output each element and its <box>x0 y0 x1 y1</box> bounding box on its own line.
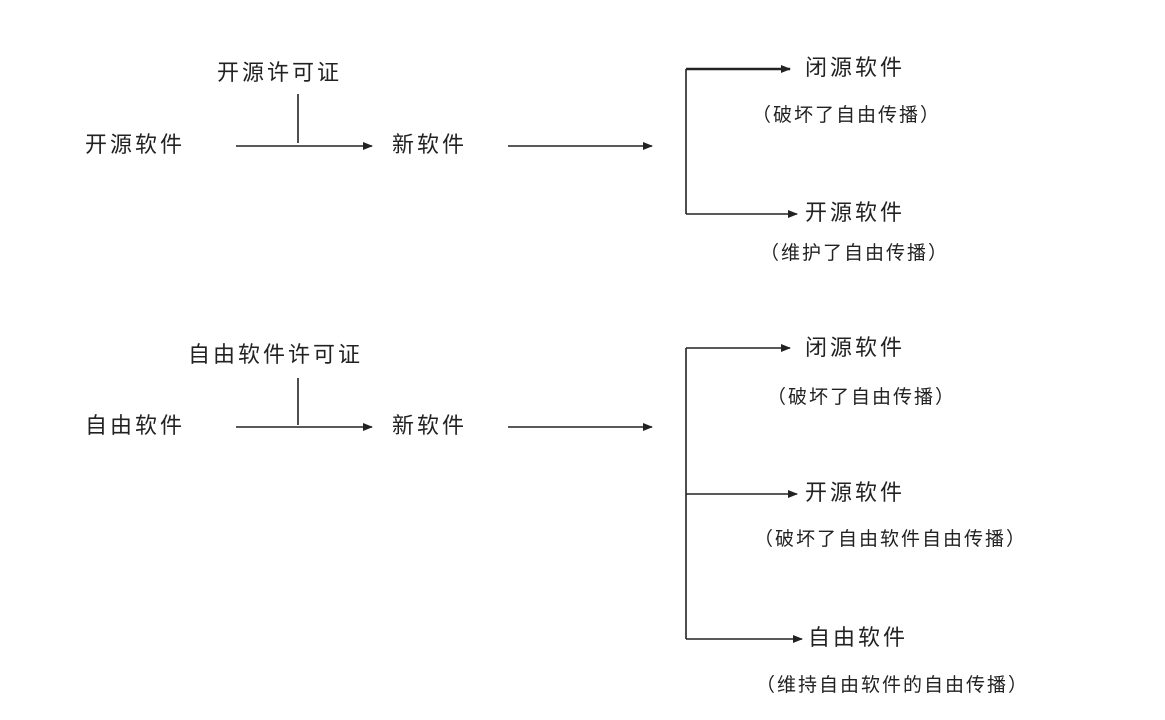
top-source-label: 开源软件 <box>85 133 186 158</box>
top-outcome-1-name: 闭源软件 <box>805 56 906 81</box>
bottom-outcome-3-name: 自由软件 <box>808 626 909 651</box>
bottom-source-label: 自由软件 <box>85 414 186 439</box>
bottom-outcome-3-note: （维持自由软件的自由传播） <box>756 674 1030 696</box>
bottom-license-label: 自由软件许可证 <box>188 343 364 368</box>
top-outcome-2-note: （维护了自由传播） <box>760 242 950 264</box>
bottom-outcome-2-note: （破坏了自由软件自由传播） <box>754 528 1028 550</box>
top-middle-label: 新软件 <box>392 133 468 158</box>
bottom-middle-label: 新软件 <box>392 414 468 439</box>
bottom-outcome-1-name: 闭源软件 <box>805 336 906 361</box>
top-license-label: 开源许可证 <box>217 61 343 86</box>
bottom-outcome-2-name: 开源软件 <box>805 481 906 506</box>
bottom-outcome-1-note: （破坏了自由传播） <box>767 386 957 408</box>
top-outcome-1-note: （破坏了自由传播） <box>752 104 942 126</box>
top-outcome-2-name: 开源软件 <box>805 201 906 226</box>
